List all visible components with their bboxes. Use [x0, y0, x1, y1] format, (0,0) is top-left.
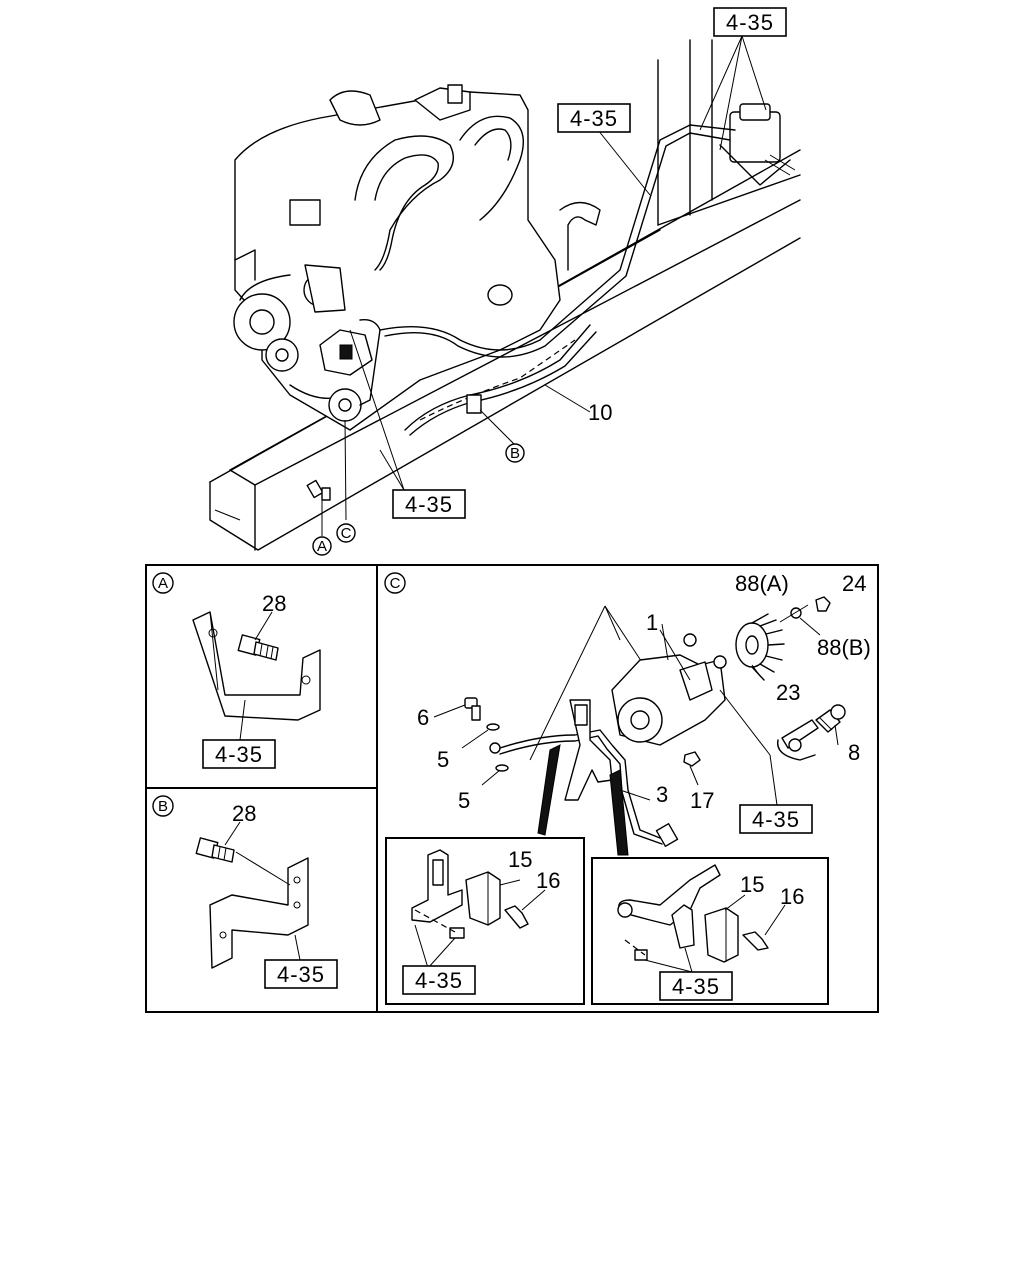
ref-box-top: 4-35: [713, 7, 787, 37]
detail-b: B 28 4-35: [152, 795, 338, 989]
part-number-88a: 88(A): [735, 571, 789, 596]
reservoir: [719, 103, 796, 186]
part-number-10: 10: [588, 400, 612, 425]
pulleys: [233, 264, 346, 399]
part-number-88b: 88(B): [817, 635, 871, 660]
part-number-6: 6: [417, 705, 429, 730]
callout-letter: A: [317, 538, 327, 555]
pipe-3: [499, 729, 679, 847]
bolt-28-a: [237, 634, 279, 661]
gear-23: [735, 613, 785, 681]
part-number-17: 17: [690, 788, 714, 813]
ref-label: 4-35: [415, 968, 463, 993]
bolt-8: [776, 704, 846, 761]
part-number-3: 3: [656, 782, 668, 807]
engine-block: [234, 84, 601, 431]
part-number-1: 1: [646, 610, 658, 635]
ref-label: 4-35: [570, 106, 618, 131]
ref-label: 4-35: [752, 807, 800, 832]
callout-b: B: [505, 443, 525, 463]
ref-label: 4-35: [215, 742, 263, 767]
hoses-and-pipes: [379, 124, 736, 436]
callout-letter: C: [341, 525, 352, 542]
washer-nut: [779, 596, 831, 623]
part-number-28: 28: [232, 801, 256, 826]
callout-letter: B: [510, 445, 520, 462]
part-number-16: 16: [536, 868, 560, 893]
detail-a: A 28 4-35: [152, 572, 321, 769]
banjo-bolt-6: [464, 697, 509, 772]
sub-detail-left: 15 16 4-35: [385, 837, 585, 1005]
cab-pillars: [657, 39, 801, 226]
ref-label: 4-35: [726, 10, 774, 35]
detail-marker: B: [158, 798, 168, 815]
callout-a: A: [312, 536, 332, 556]
ref-box-lower: 4-35: [392, 489, 466, 519]
bracket-a: [192, 611, 321, 721]
ref-label: 4-35: [405, 492, 453, 517]
part-number-28: 28: [262, 591, 286, 616]
ref-label: 4-35: [672, 974, 720, 999]
detail-c: C: [384, 571, 871, 1005]
part-number-15: 15: [508, 847, 532, 872]
bracket-b: [209, 857, 309, 969]
steering-pump: [611, 629, 727, 746]
main-leader-lines: [321, 35, 767, 536]
part-number-16: 16: [780, 884, 804, 909]
steering-pump-assembly: [319, 319, 381, 422]
detail-marker: A: [158, 575, 168, 592]
ref-label: 4-35: [277, 962, 325, 987]
part-number-15: 15: [740, 872, 764, 897]
part-number-5: 5: [458, 788, 470, 813]
bolt-28-b: [195, 837, 235, 863]
part-number-5: 5: [437, 747, 449, 772]
main-engine-view: 4-35 4-35 4-35 10 B C A: [209, 7, 801, 556]
detail-marker: C: [390, 575, 401, 592]
sub-detail-right: 15 16 4-35: [591, 857, 829, 1005]
part-number-24: 24: [842, 571, 866, 596]
part-number-23: 23: [776, 680, 800, 705]
pump-bracket: [537, 699, 629, 856]
ref-box-upper: 4-35: [557, 103, 631, 133]
bracket-a-location: [306, 479, 331, 501]
nut-17: [683, 751, 701, 767]
callout-c: C: [336, 523, 356, 543]
part-number-8: 8: [848, 740, 860, 765]
